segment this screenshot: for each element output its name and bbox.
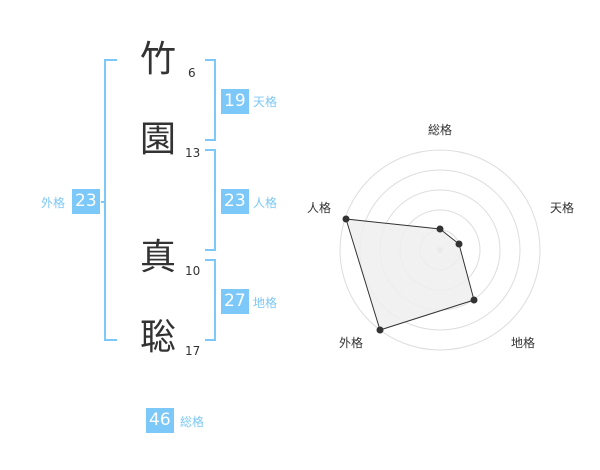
gaikaku-bracket [104, 59, 117, 341]
tenkaku-bracket [205, 59, 216, 141]
radar-point-soukaku [436, 225, 444, 233]
radar-polygon [345, 218, 475, 331]
radar-label-left: 人格 [307, 201, 332, 215]
radar-ring-5 [339, 149, 541, 351]
tenkaku-label: 天格 [253, 95, 278, 109]
name-char-1-strokes: 6 [188, 66, 196, 80]
radar-label-lower-left: 外格 [339, 336, 364, 350]
jinkaku-value-badge: 23 [221, 189, 249, 214]
gaikaku-label: 外格 [41, 196, 66, 210]
radar-label-lower-right: 地格 [511, 336, 536, 350]
radar-label-top: 総格 [428, 123, 453, 137]
soukaku-value-badge: 46 [146, 408, 174, 433]
chikaku-label: 地格 [253, 296, 278, 310]
radar-point-tenkaku [455, 240, 463, 248]
name-char-1: 竹 [139, 39, 176, 80]
tenkaku-value-badge: 19 [221, 89, 249, 114]
radar-point-chikaku [470, 296, 478, 304]
name-char-3-strokes: 10 [185, 264, 201, 278]
chikaku-value-badge: 27 [221, 289, 249, 314]
name-char-4-strokes: 17 [185, 344, 201, 358]
soukaku-label: 総格 [180, 415, 205, 429]
jinkaku-bracket [205, 149, 216, 251]
name-char-4: 聡 [139, 317, 176, 358]
radar-points [342, 215, 478, 334]
gaikaku-value-badge: 23 [72, 189, 100, 214]
name-char-2: 園 [139, 119, 176, 160]
name-char-2-strokes: 13 [185, 146, 201, 160]
name-char-3: 真 [139, 237, 176, 278]
radar-point-gaikaku [376, 326, 384, 334]
jinkaku-label: 人格 [253, 196, 278, 210]
radar-label-right: 天格 [550, 201, 575, 215]
radar-point-jinkaku [342, 215, 350, 223]
chikaku-bracket [205, 259, 216, 341]
